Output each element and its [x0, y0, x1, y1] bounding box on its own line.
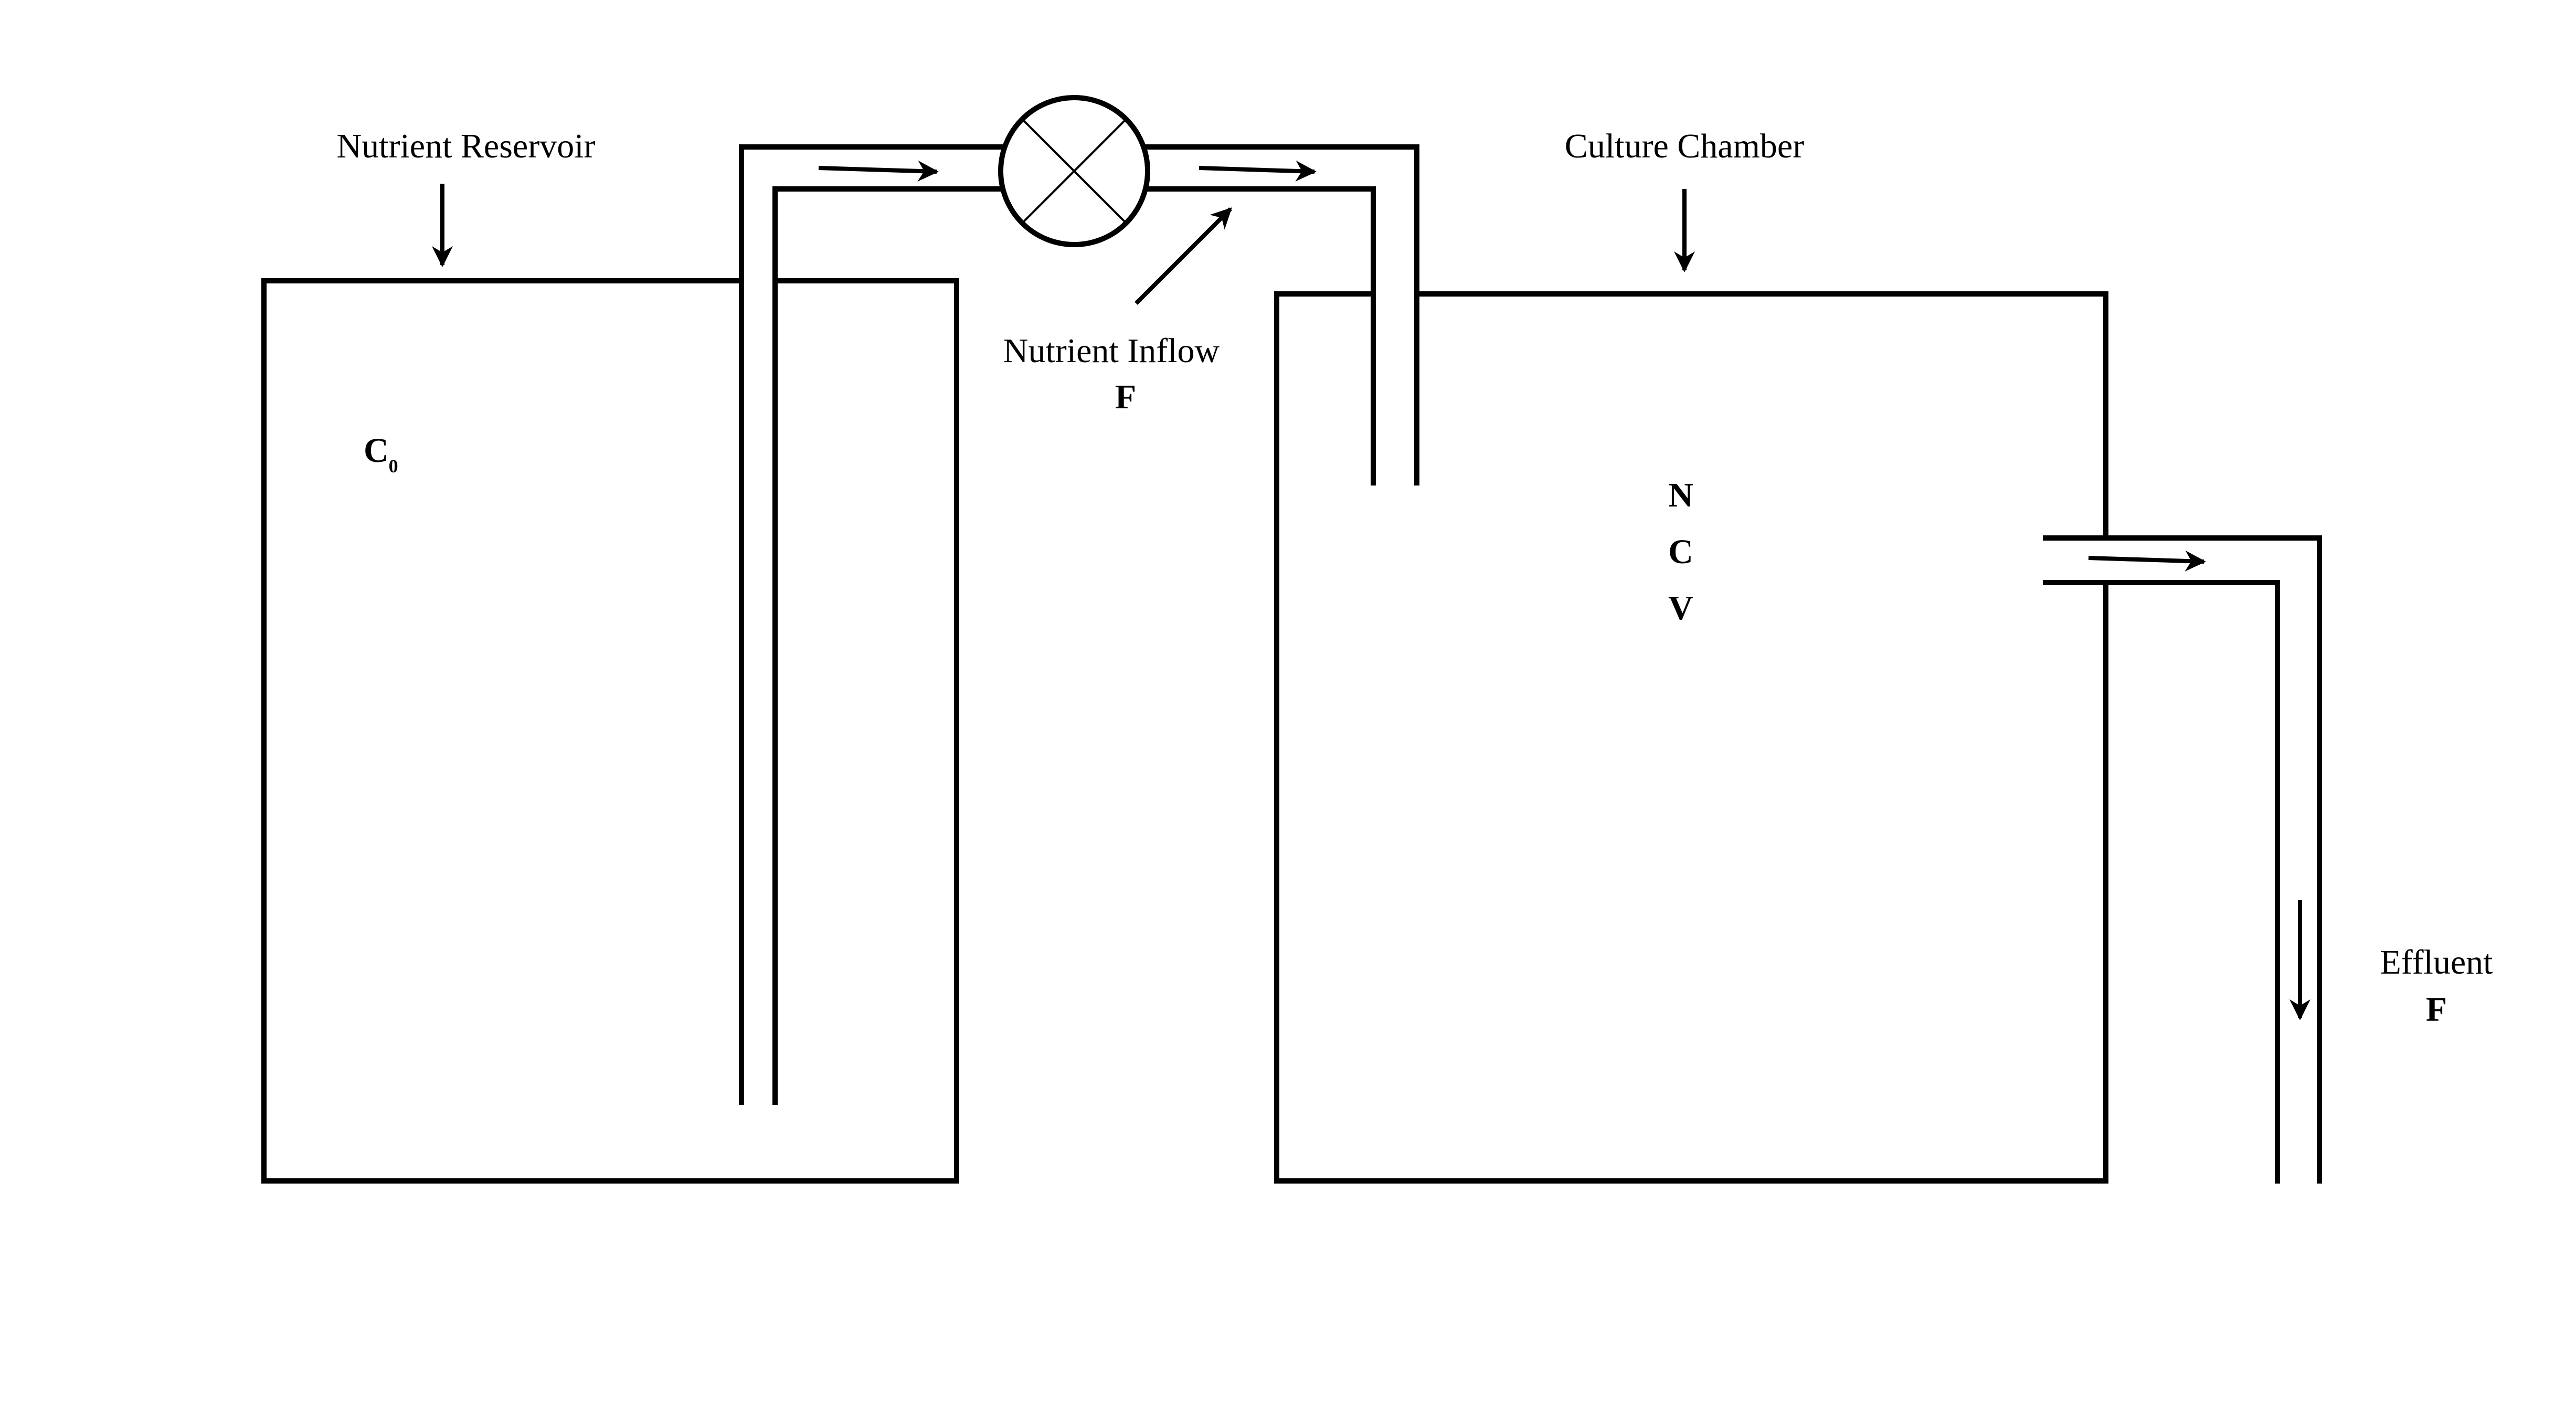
inflow-label: Nutrient Inflow: [1003, 332, 1220, 370]
circle-x-pump-icon: [998, 95, 1150, 247]
reservoir-label: Nutrient Reservoir: [336, 127, 595, 165]
effluent-rate: F: [2426, 990, 2447, 1029]
chamber-label: Culture Chamber: [1565, 127, 1804, 165]
reservoir-concentration: C0: [364, 431, 398, 477]
arrow-pointer-icon: [1135, 207, 1232, 305]
arrow-right-icon: [818, 160, 939, 182]
chamber-var-c: C: [1668, 533, 1693, 571]
arrow-right-icon: [1199, 160, 1317, 182]
culture-chamber-tank: [1274, 291, 2108, 1184]
inflow-rate: F: [1115, 378, 1136, 416]
arrow-right-icon: [2088, 550, 2206, 572]
nutrient-reservoir-tank: [261, 278, 959, 1184]
effluent-tube: [2043, 535, 2322, 1184]
chamber-var-n: N: [1668, 476, 1693, 514]
inflow-tube: [739, 144, 1419, 1105]
chamber-var-v: V: [1668, 589, 1693, 627]
effluent-label: Effluent: [2380, 943, 2493, 981]
flow-arrows: [432, 160, 2310, 1020]
